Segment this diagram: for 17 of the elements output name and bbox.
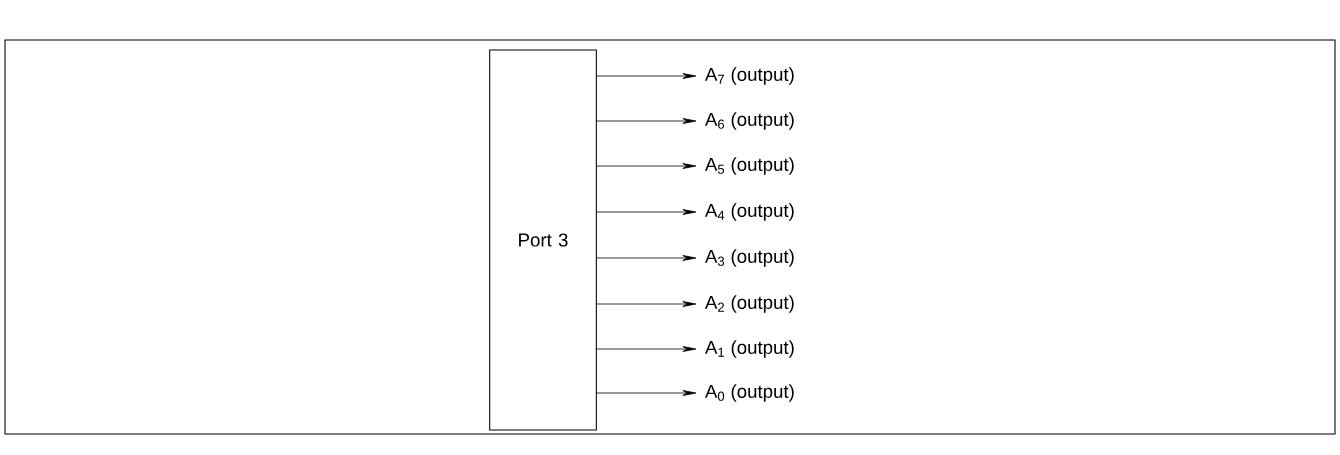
signal-label: A$_{0}$ (output) bbox=[705, 384, 794, 402]
arrow bbox=[596, 301, 697, 307]
signal-label: A$_{3}$ (output) bbox=[705, 249, 794, 267]
signal-label: A$_{2}$ (output) bbox=[705, 295, 794, 313]
signal-label: A$_{1}$ (output) bbox=[705, 340, 794, 358]
arrow bbox=[596, 255, 697, 261]
signal-label: A$_{6}$ (output) bbox=[705, 112, 794, 130]
signal-label: A$_{5}$ (output) bbox=[705, 157, 794, 175]
arrow bbox=[596, 209, 697, 215]
arrow bbox=[596, 73, 697, 79]
arrow bbox=[596, 390, 697, 396]
arrow bbox=[596, 163, 697, 169]
arrow bbox=[596, 118, 697, 124]
port-box: Port 3 bbox=[489, 49, 597, 431]
arrow bbox=[596, 346, 697, 352]
signal-label: A$_{7}$ (output) bbox=[705, 67, 794, 85]
signal-label: A$_{4}$ (output) bbox=[705, 203, 794, 221]
